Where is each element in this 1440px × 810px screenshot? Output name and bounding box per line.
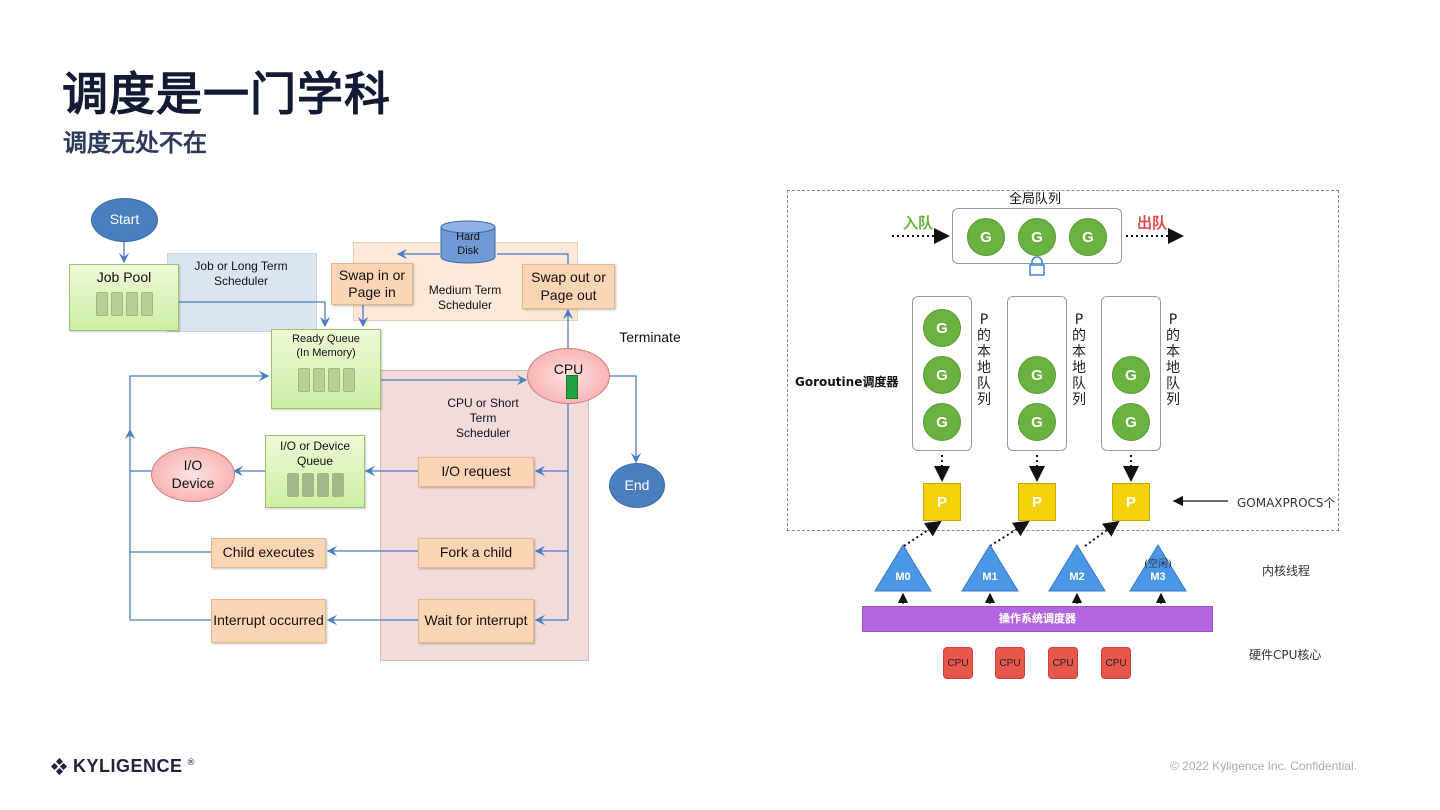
hard-disk-icon (440, 220, 496, 264)
kernel-thread-m3: (空闲) M3 (1128, 543, 1188, 593)
idle-label: (空闲) (1144, 559, 1172, 570)
local-queue-1: G G (1007, 296, 1067, 451)
interrupt-occurred-box: Interrupt occurred (211, 599, 326, 643)
terminate-label: Terminate (619, 329, 681, 346)
long-term-scheduler-label: Job or Long Term Scheduler (194, 259, 288, 288)
goroutine: G (923, 356, 961, 394)
brand-name: KYLIGENCE (73, 756, 183, 776)
goroutine: G (1112, 403, 1150, 441)
swap-in-box: Swap in or Page in (331, 263, 413, 305)
registered-mark: ® (186, 757, 196, 768)
wait-interrupt-box: Wait for interrupt (418, 599, 534, 643)
job-pool-label: Job Pool (96, 269, 152, 285)
kernel-threads-label: 内核线程 (1262, 564, 1311, 578)
thread-label: M1 (982, 571, 998, 583)
slide-subtitle: 调度无处不在 (63, 129, 207, 157)
cpu-core: CPU (1101, 647, 1131, 679)
goroutine: G (1112, 356, 1150, 394)
end-label: End (624, 476, 650, 493)
goroutine: G (967, 218, 1005, 256)
scheduler-label: Goroutine调度器 (795, 375, 899, 389)
kernel-thread-m0: M0 (873, 543, 933, 593)
swap-out-box: Swap out or Page out (522, 264, 615, 309)
global-queue: G G G (952, 208, 1122, 264)
processor: P (923, 483, 961, 521)
hard-disk-label: Hard Disk (456, 231, 480, 257)
local-queue-label: P的本地队列 (977, 312, 991, 409)
goroutine: G (1069, 218, 1107, 256)
global-queue-label: 全局队列 (1008, 191, 1061, 207)
copyright-notice: © 2022 Kyligence Inc. Confidential. (1170, 759, 1357, 773)
cpu-core: CPU (943, 647, 973, 679)
processor: P (1018, 483, 1056, 521)
local-queue-2: G G (1101, 296, 1161, 451)
kernel-thread-m1: M1 (960, 543, 1020, 593)
goroutine: G (1018, 403, 1056, 441)
start-node: Start (91, 198, 158, 242)
short-term-scheduler-label: CPU or Short Term Scheduler (447, 395, 519, 440)
kernel-thread-m2: M2 (1047, 543, 1107, 593)
goroutine: G (923, 403, 961, 441)
job-pool: Job Pool (69, 264, 179, 331)
lock-icon (1029, 256, 1045, 276)
cpu-node: CPU (527, 348, 610, 404)
io-device-label: I/O Device (171, 457, 215, 491)
cpu-core: CPU (995, 647, 1025, 679)
child-executes-box: Child executes (211, 538, 326, 568)
local-queue-0: G G G (912, 296, 972, 451)
io-queue-slots (266, 473, 364, 497)
processor: P (1112, 483, 1150, 521)
start-label: Start (109, 211, 140, 228)
flow-connectors (118, 241, 642, 626)
hardware-cores-label: 硬件CPU核心 (1249, 648, 1322, 662)
slide-title: 调度是一门学科 (62, 67, 391, 121)
io-device-node: I/O Device (151, 447, 235, 502)
io-request-box: I/O request (418, 457, 534, 487)
os-scheduler-bar: 操作系统调度器 (862, 606, 1213, 632)
local-queue-label: P的本地队列 (1072, 312, 1086, 409)
enqueue-label: 入队 (903, 214, 934, 232)
ready-queue-slots (272, 367, 380, 392)
goroutine-connectors (892, 228, 1228, 604)
job-pool-slots (70, 291, 178, 316)
end-node: End (609, 463, 665, 508)
goroutine: G (923, 309, 961, 347)
goroutine: G (1018, 218, 1056, 256)
cpu-label: CPU (553, 361, 584, 377)
gomaxprocs-label: GOMAXPROCS个 (1237, 496, 1336, 510)
ready-queue-label: Ready Queue (In Memory) (292, 333, 360, 359)
brand-logo: KYLIGENCE® (49, 756, 196, 777)
medium-term-scheduler-label: Medium Term Scheduler (428, 283, 502, 312)
fork-child-box: Fork a child (418, 538, 534, 568)
dequeue-label: 出队 (1137, 214, 1168, 232)
io-device-queue: I/O or Device Queue (265, 435, 365, 508)
ready-queue: Ready Queue (In Memory) (271, 329, 381, 409)
local-queue-label: P的本地队列 (1166, 312, 1180, 409)
thread-label: M2 (1069, 571, 1085, 583)
cpu-process-bar (566, 375, 578, 399)
goroutine-scheduler-boundary (787, 190, 1339, 531)
cpu-core: CPU (1048, 647, 1078, 679)
goroutine: G (1018, 356, 1056, 394)
thread-label: M3 (1150, 571, 1166, 583)
io-queue-label: I/O or Device Queue (279, 439, 351, 468)
thread-label: M0 (895, 571, 911, 583)
kyligence-logo-icon (50, 757, 68, 775)
